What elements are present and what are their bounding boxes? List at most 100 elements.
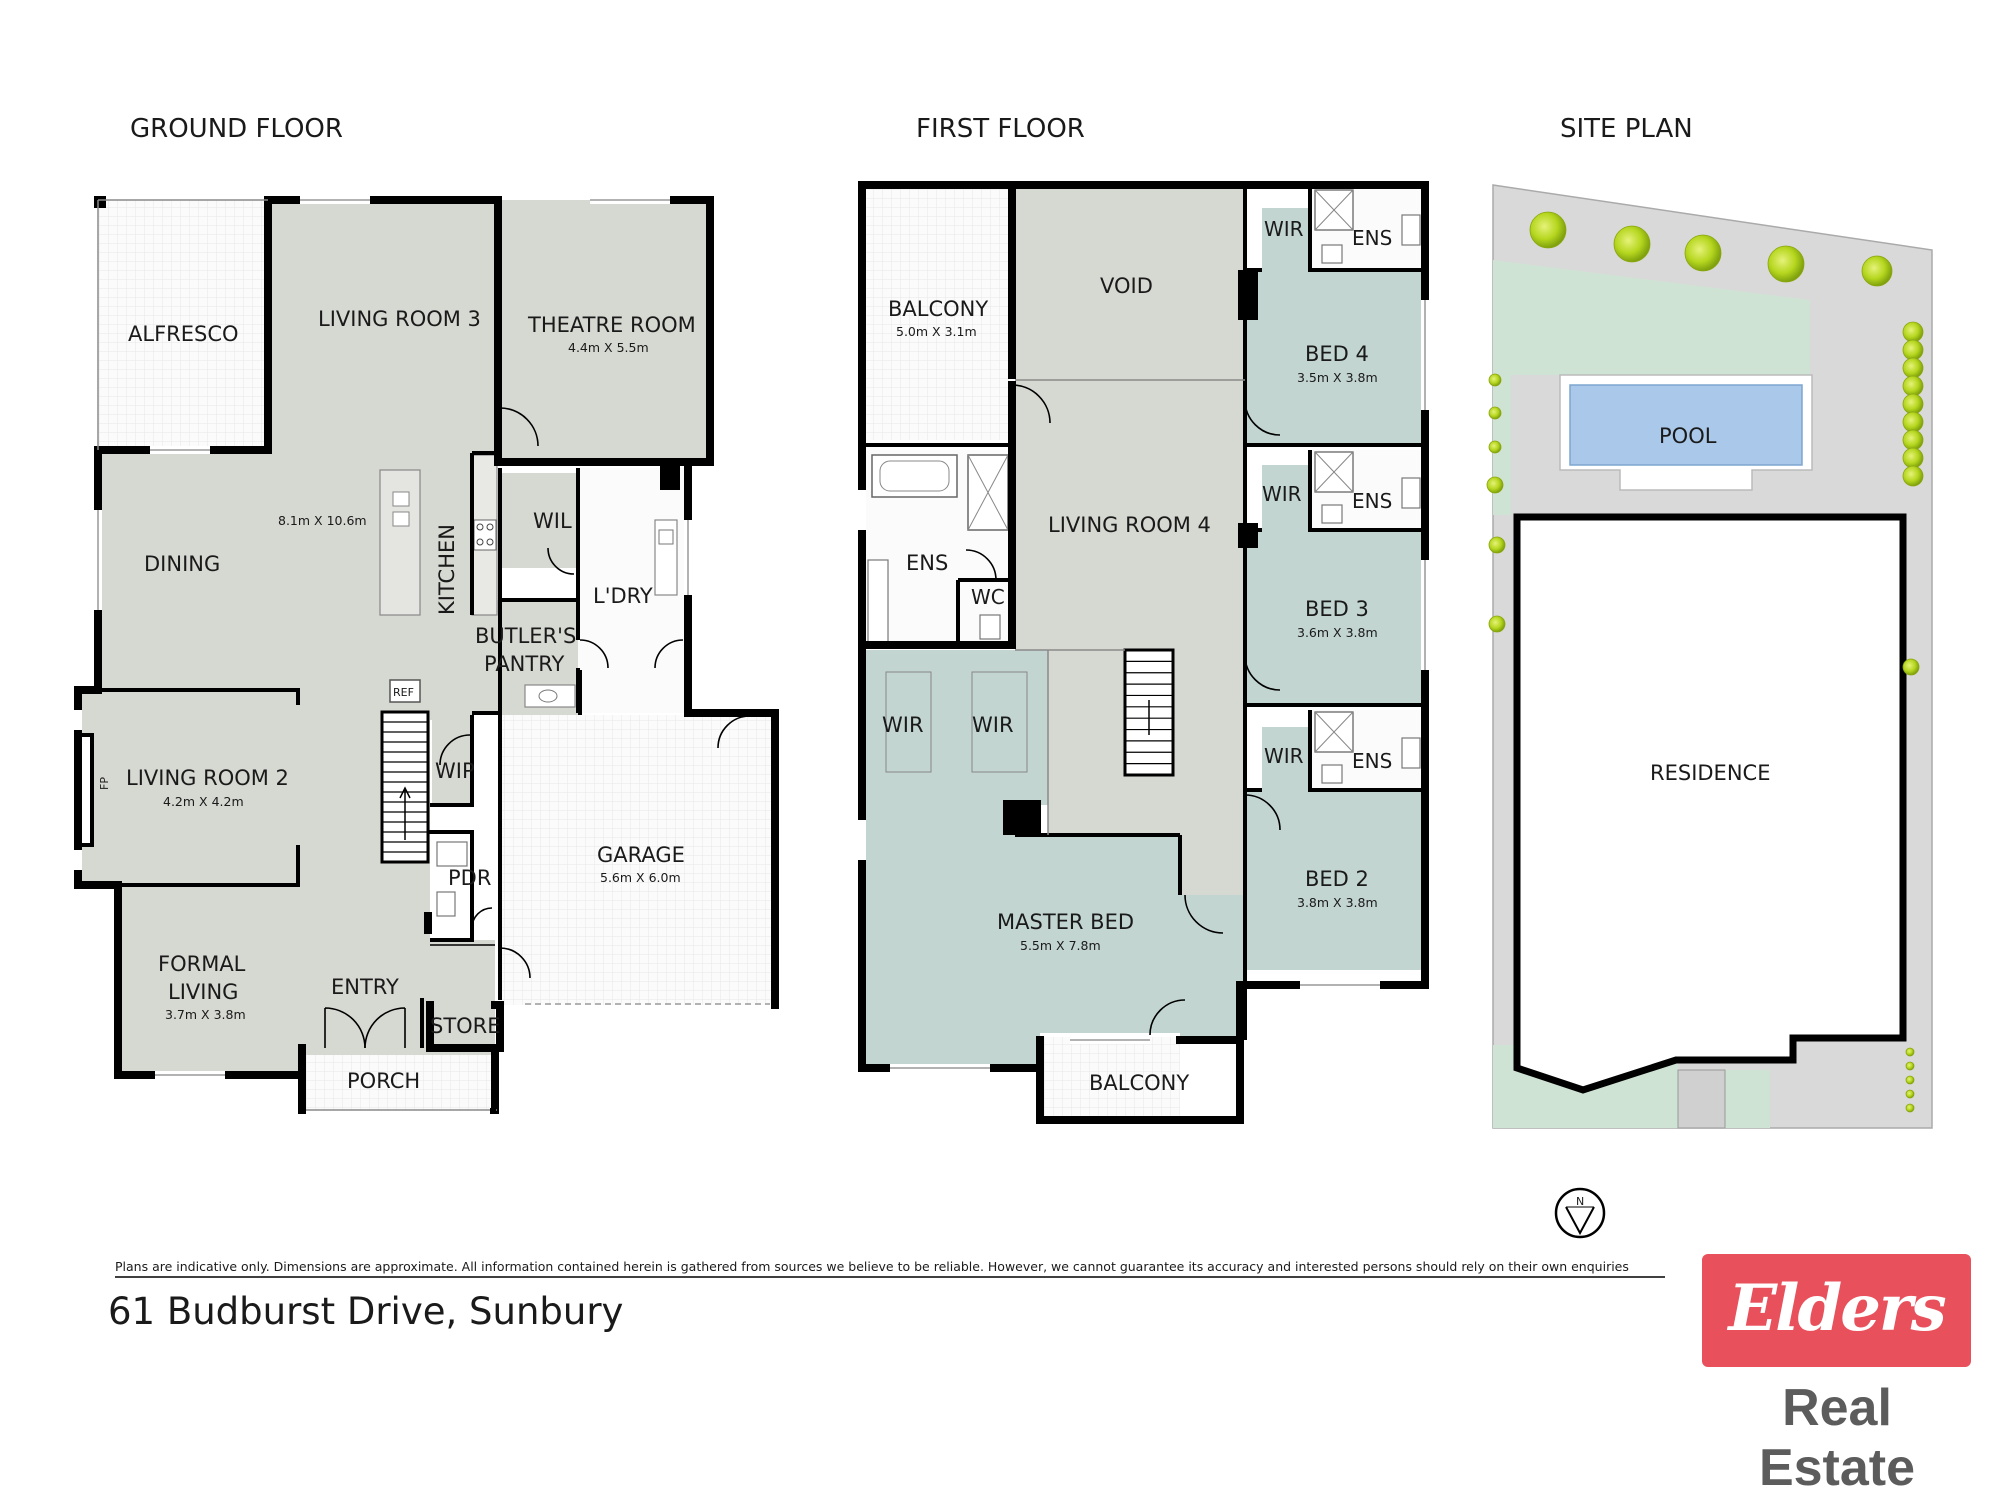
balcony-bottom-label: BALCONY bbox=[1089, 1071, 1189, 1095]
tree-icon bbox=[1902, 321, 1924, 343]
cooktop-icon bbox=[473, 519, 497, 551]
pantry-bench bbox=[524, 684, 576, 708]
tree-icon bbox=[1905, 1047, 1915, 1057]
bed-2-dim: 3.8m X 3.8m bbox=[1297, 895, 1378, 910]
tree-icon bbox=[1902, 447, 1924, 469]
tree-icon bbox=[1902, 429, 1924, 451]
ref-label: REF bbox=[393, 686, 414, 699]
tree-icon bbox=[1529, 211, 1567, 249]
tree-icon bbox=[1905, 1103, 1915, 1113]
toilet-icon bbox=[1321, 504, 1343, 524]
tree-icon bbox=[1902, 339, 1924, 361]
wip-label: WIP bbox=[435, 759, 475, 783]
lawn-top bbox=[1493, 260, 1810, 375]
toilet-icon bbox=[979, 614, 1001, 640]
tub-icon bbox=[658, 529, 674, 545]
formal-label: FORMAL bbox=[158, 952, 246, 976]
kitchen-label: KITCHEN bbox=[435, 524, 459, 615]
garage-label: GARAGE bbox=[597, 843, 685, 867]
bed4-wir-label: WIR bbox=[1264, 217, 1304, 241]
pool-label: POOL bbox=[1659, 424, 1717, 448]
garage-dim: 5.6m X 6.0m bbox=[600, 870, 681, 885]
path-strip bbox=[1677, 1069, 1726, 1129]
master-bed-label: MASTER BED bbox=[997, 910, 1134, 934]
residence bbox=[1513, 513, 1907, 1094]
porch-label: PORCH bbox=[347, 1069, 420, 1093]
sink-icon bbox=[392, 511, 410, 527]
balcony-top-dim: 5.0m X 3.1m bbox=[896, 324, 977, 339]
bed-2-label: BED 2 bbox=[1305, 867, 1369, 891]
garage-area bbox=[500, 715, 775, 1005]
tree-icon bbox=[1861, 255, 1893, 287]
first-floor-heading: FIRST FLOOR bbox=[916, 114, 1085, 144]
tree-icon bbox=[1684, 234, 1722, 272]
master-wir-left-label: WIR bbox=[882, 713, 924, 737]
lawn-bottom-mid bbox=[1725, 1070, 1770, 1128]
porch-area bbox=[302, 1055, 497, 1110]
living-room-2-label: LIVING ROOM 2 bbox=[126, 766, 289, 790]
floor-plan-svg: GROUND FLOOR FIRST FLOOR SITE PLAN bbox=[74, 114, 1933, 1278]
theatre-room-dim: 4.4m X 5.5m bbox=[568, 340, 649, 355]
residence-label: RESIDENCE bbox=[1650, 761, 1770, 785]
vanity-icon bbox=[867, 559, 889, 646]
balcony-top-label: BALCONY bbox=[888, 297, 988, 321]
bed-3-area bbox=[1245, 530, 1423, 705]
elders-logo: Elders bbox=[1702, 1254, 1971, 1367]
fp-label: FP bbox=[98, 777, 111, 790]
pdr-label: PDR bbox=[448, 866, 491, 890]
bed-3-dim: 3.6m X 3.8m bbox=[1297, 625, 1378, 640]
toilet-icon bbox=[1321, 764, 1343, 784]
tree-icon bbox=[1902, 357, 1924, 379]
entry-label: ENTRY bbox=[331, 975, 399, 999]
pantry-label: PANTRY bbox=[484, 652, 564, 676]
basin-icon bbox=[1401, 737, 1421, 769]
theatre-room-area bbox=[498, 200, 710, 462]
ground-floor-heading: GROUND FLOOR bbox=[130, 114, 343, 144]
bed2-wir-area bbox=[1262, 727, 1310, 795]
alfresco-label: ALFRESCO bbox=[128, 322, 239, 346]
tree-icon bbox=[1902, 411, 1924, 433]
dining-label: DINING bbox=[144, 552, 220, 576]
wil-label: WIL bbox=[533, 509, 572, 533]
bed4-wir-area bbox=[1262, 208, 1310, 273]
living-room-2-dim: 4.2m X 4.2m bbox=[163, 794, 244, 809]
logo-subtitle: Real Estate bbox=[1758, 1379, 1916, 1497]
tree-icon bbox=[1486, 476, 1504, 494]
formal-living-dim: 3.7m X 3.8m bbox=[165, 1007, 246, 1022]
living-room-3-label: LIVING ROOM 3 bbox=[318, 307, 481, 331]
tree-icon bbox=[1488, 406, 1502, 420]
tree-icon bbox=[1488, 615, 1506, 633]
master-bed-area bbox=[866, 800, 1245, 1068]
master-ens-label: ENS bbox=[906, 551, 948, 575]
bed2-ens-label: ENS bbox=[1352, 749, 1392, 773]
basin-icon bbox=[436, 891, 456, 917]
tree-icon bbox=[1767, 245, 1805, 283]
tree-icon bbox=[1905, 1075, 1915, 1085]
bed-4-dim: 3.5m X 3.8m bbox=[1297, 370, 1378, 385]
master-bed-dim: 5.5m X 7.8m bbox=[1020, 938, 1101, 953]
bed4-ens-label: ENS bbox=[1352, 226, 1392, 250]
tree-icon bbox=[1488, 536, 1506, 554]
void-area bbox=[1015, 185, 1245, 380]
balcony-bottom-area bbox=[1040, 1037, 1180, 1120]
main-living-dim: 8.1m X 10.6m bbox=[278, 513, 367, 528]
tree-icon bbox=[1488, 373, 1502, 387]
bed3-wir-area bbox=[1262, 465, 1310, 535]
property-address: 61 Budburst Drive, Sunbury bbox=[108, 1290, 624, 1333]
butlers-label: BUTLER'S bbox=[475, 624, 576, 648]
living-room-4-label: LIVING ROOM 4 bbox=[1048, 513, 1211, 537]
void-label: VOID bbox=[1100, 274, 1153, 298]
bed2-wir-label: WIR bbox=[1264, 744, 1304, 768]
tree-icon bbox=[1902, 393, 1924, 415]
floor-plan-sheet: GROUND FLOOR FIRST FLOOR SITE PLAN bbox=[74, 114, 1933, 1278]
basin-icon bbox=[1401, 477, 1421, 509]
theatre-room-label: THEATRE ROOM bbox=[527, 313, 696, 337]
wc-label: WC bbox=[971, 585, 1005, 609]
wip-area bbox=[432, 690, 472, 805]
tree-icon bbox=[1613, 225, 1651, 263]
tree-icon bbox=[1902, 375, 1924, 397]
master-wir-right-label: WIR bbox=[972, 713, 1014, 737]
living-room-4-area bbox=[1015, 380, 1245, 895]
bed-4-area bbox=[1245, 270, 1423, 445]
tree-icon bbox=[1905, 1061, 1915, 1071]
